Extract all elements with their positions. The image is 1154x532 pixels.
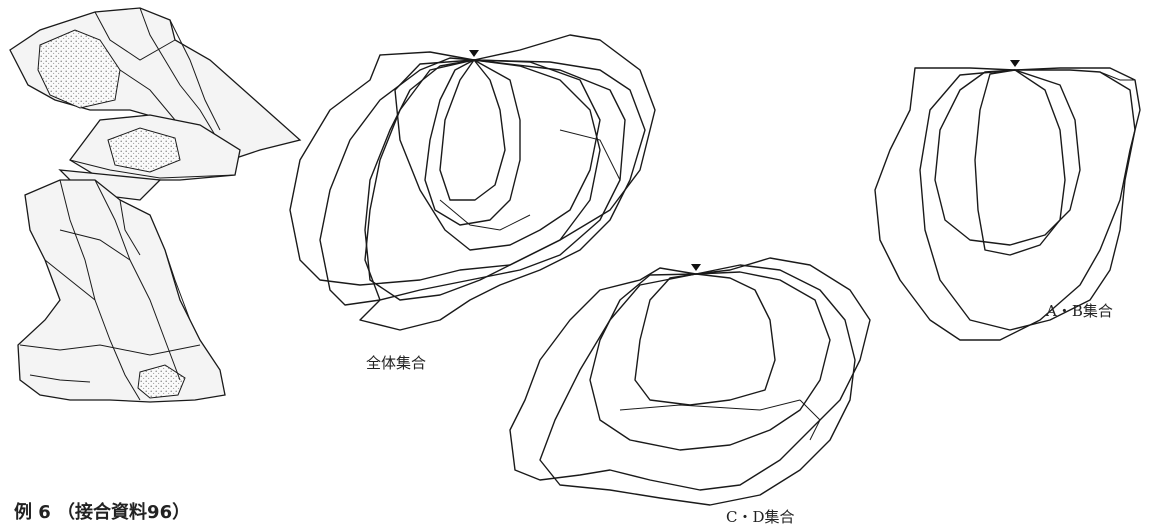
overlay-cd (509, 257, 871, 506)
label-cd: C・D集合 (726, 508, 795, 526)
refitted-stone-drawing (9, 7, 302, 403)
striking-point-marker (691, 264, 701, 271)
overlay-ab (874, 60, 1141, 341)
striking-point-marker (1010, 60, 1020, 67)
label-all: 全体集合 (366, 354, 427, 372)
overlay-all (289, 34, 656, 331)
figure-caption: 例 6 （接合資料96） (14, 502, 191, 523)
label-ab: A・B集合 (1046, 302, 1113, 320)
striking-point-marker (469, 50, 479, 57)
